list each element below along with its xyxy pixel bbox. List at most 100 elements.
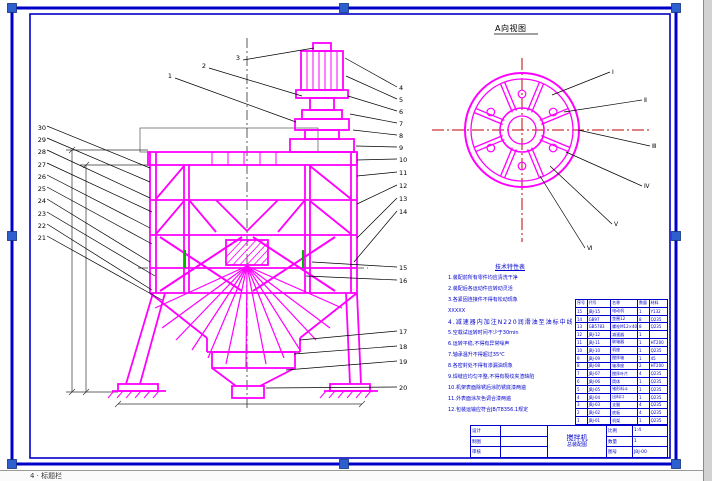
- grip-handle[interactable]: [7, 459, 17, 469]
- tech-line: 5.空载试运转时间不少于30min: [448, 330, 519, 336]
- callout-label: 7: [399, 120, 403, 128]
- motor-cap[interactable]: [312, 42, 332, 52]
- callout-label: 9: [399, 144, 403, 152]
- callout-label: 24: [38, 197, 46, 205]
- drawing-subtitle: 总装配图: [566, 441, 587, 448]
- foot-plate-left[interactable]: [117, 383, 159, 392]
- callout-label: Ⅱ: [644, 97, 647, 104]
- callout-label: 18: [399, 343, 407, 351]
- a-view-centerlines: [432, 58, 650, 242]
- part-callouts: 3029282726252423222112345678910111213141…: [38, 47, 407, 392]
- bearing-hatch: [226, 240, 268, 265]
- callout-label: 10: [399, 156, 407, 164]
- grip-handle[interactable]: [671, 231, 681, 241]
- callout-label: 19: [399, 358, 407, 366]
- callout-label: 11: [399, 169, 407, 177]
- selection-grips[interactable]: [7, 3, 681, 469]
- tech-line: 10.机架表面除锈后涂防锈底漆两遍: [448, 385, 526, 391]
- dimension-lines: [66, 146, 366, 408]
- machine-drawing[interactable]: [112, 42, 378, 399]
- tech-line: 3.各紧固连接件不得有松动现象: [448, 297, 518, 303]
- title-block-signatures: 设计制图审核: [471, 426, 548, 458]
- reducer-mount[interactable]: [289, 138, 355, 153]
- grip-handle[interactable]: [339, 3, 349, 13]
- callout-label: 1: [168, 72, 172, 80]
- scrollbar[interactable]: [703, 0, 712, 481]
- callout-label: Ⅵ: [587, 245, 593, 252]
- table-row: 序号代号名称数量材料: [576, 300, 667, 307]
- callout-label: 3: [236, 54, 240, 62]
- callout-label: 15: [399, 264, 407, 272]
- callout-label: Ⅲ: [652, 143, 656, 150]
- tech-line: 11.外表面涂灰色调合漆两遍: [448, 396, 511, 402]
- drawing-title: 搅拌机: [566, 433, 588, 442]
- callout-label: 28: [38, 148, 46, 156]
- tech-line: 4.减速器内加注N220润滑油至油标中线: [448, 319, 572, 326]
- grip-handle[interactable]: [7, 231, 17, 241]
- grip-handle[interactable]: [339, 459, 349, 469]
- callout-label: 5: [399, 96, 403, 104]
- tech-line: 9.焊缝应均匀平整,不得有裂纹夹渣缺陷: [448, 374, 535, 380]
- table-row: 审核: [471, 446, 547, 458]
- callout-label: 21: [38, 234, 46, 242]
- table-row: 设计: [471, 426, 547, 436]
- callout-label: 29: [38, 136, 46, 144]
- grip-handle[interactable]: [671, 459, 681, 469]
- callout-label: 2: [202, 62, 206, 70]
- tech-line: 1.装配前所有零件均应清洗干净: [448, 275, 518, 281]
- callout-label: Ⅴ: [614, 221, 619, 228]
- outlet[interactable]: [231, 385, 265, 399]
- tech-line: 8.各密封处不得有渗漏油现象: [448, 363, 513, 369]
- grip-handle[interactable]: [671, 3, 681, 13]
- callout-label: 14: [399, 208, 407, 216]
- callout-label: 25: [38, 185, 46, 193]
- status-bar: 4 · 标题栏: [0, 470, 712, 481]
- callout-label: 17: [399, 328, 407, 336]
- tech-line: 12.包装运输应符合JB/T8356.1规定: [448, 407, 529, 413]
- machine-generated: [107, 265, 372, 399]
- grip-handle[interactable]: [7, 3, 17, 13]
- callout-label: 22: [38, 222, 46, 230]
- callout-label: 8: [399, 132, 403, 140]
- detail-boundary: [139, 127, 319, 153]
- top-platform[interactable]: [147, 151, 358, 166]
- callout-label: 12: [399, 182, 407, 190]
- callout-label: 16: [399, 277, 407, 285]
- tech-line: XXXXX: [448, 308, 466, 314]
- green-marks: [184, 250, 304, 268]
- callout-label: 30: [38, 124, 46, 132]
- tech-line: 6.运转平稳,不得有异常噪声: [448, 341, 510, 347]
- title-block-drawing-name: 搅拌机 总装配图: [548, 426, 607, 457]
- table-row: 制图: [471, 435, 547, 447]
- discharge-gate[interactable]: [211, 351, 296, 369]
- callout-label: Ⅰ: [612, 69, 614, 76]
- callout-label: 6: [399, 108, 403, 116]
- callout-label: 13: [399, 195, 407, 203]
- callout-label: 26: [38, 173, 46, 181]
- tech-table-title: 技术特性表: [494, 264, 525, 271]
